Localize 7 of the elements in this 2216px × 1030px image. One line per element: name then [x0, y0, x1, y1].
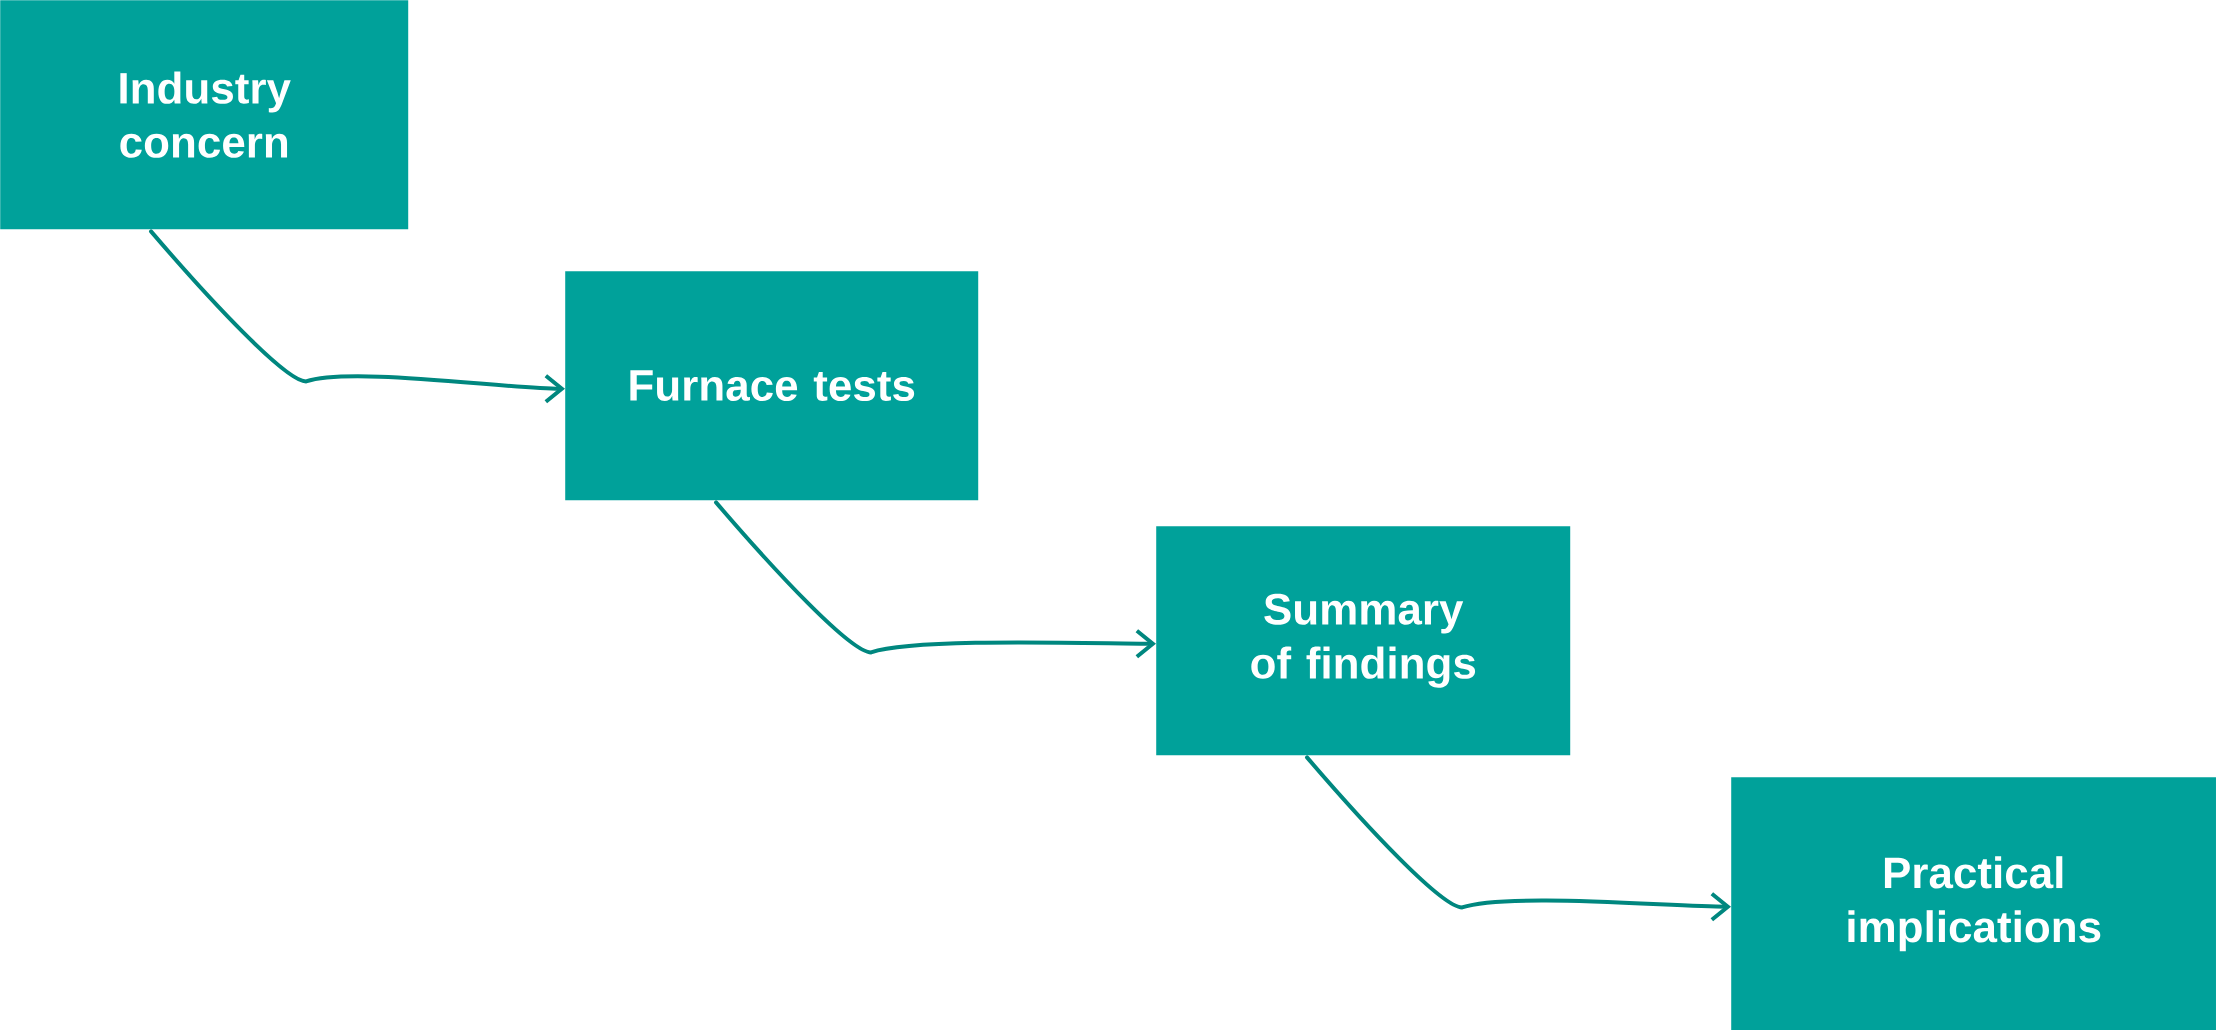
process-box: Furnace tests [565, 271, 979, 501]
process-box: Practical implications [1731, 777, 2216, 1030]
arrow [714, 500, 1156, 659]
process-box: Industry concern [0, 0, 409, 230]
arrow [149, 229, 566, 404]
process-box: Summary of findings [1156, 526, 1571, 756]
arrow [1305, 755, 1731, 922]
